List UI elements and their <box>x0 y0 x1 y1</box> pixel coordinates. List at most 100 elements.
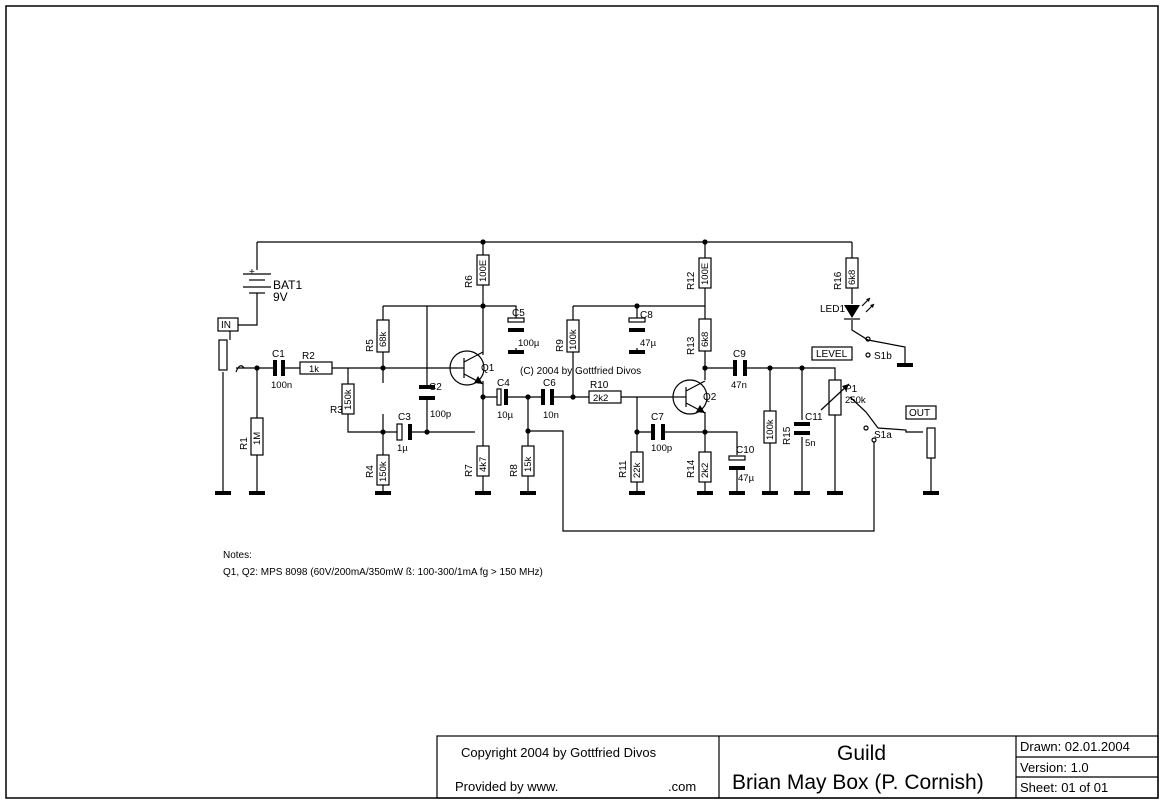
resistor-r4: 150k R4 <box>365 454 390 486</box>
c5-value: 100µ <box>518 338 540 349</box>
c6-ref: C6 <box>543 378 556 389</box>
led1: LED1 <box>820 297 875 320</box>
title-version: Version: 1.0 <box>1020 760 1089 775</box>
r9-ref: R9 <box>555 339 566 352</box>
c11-value: 5n <box>805 438 816 449</box>
potentiometer-p1: P1 250k LEVEL <box>811 346 866 416</box>
r16-value: 6k8 <box>847 270 858 285</box>
r5-ref: R5 <box>365 339 376 352</box>
battery-plus-mark: + <box>249 267 255 278</box>
s1b-ref: S1b <box>874 351 892 362</box>
resistor-r12: 100E R12 <box>686 257 712 290</box>
battery-bat1: + BAT1 9V <box>243 267 302 304</box>
c4-value: 10µ <box>497 410 514 421</box>
r2-ref: R2 <box>302 351 315 362</box>
capacitor-c5: C5 100µ <box>507 308 540 349</box>
ground-symbols <box>215 350 939 495</box>
resistor-r15: 100k R15 <box>763 410 793 445</box>
r8-value: 15k <box>523 456 534 472</box>
capacitor-c1: C1 100n <box>271 349 292 391</box>
resistor-r1: 1M R1 <box>239 417 264 456</box>
notes-line-1: Q1, Q2: MPS 8098 (60V/200mA/350mW ß: 100… <box>223 567 543 578</box>
title-project: Brian May Box (P. Cornish) <box>732 771 984 794</box>
r6-ref: R6 <box>464 275 475 288</box>
r7-ref: R7 <box>464 464 475 477</box>
resistor-r8: 15k R8 <box>509 445 535 477</box>
r9-value: 100k <box>568 329 579 350</box>
r1-ref: R1 <box>239 437 250 450</box>
transistor-q2: Q2 <box>672 379 717 415</box>
r14-ref: R14 <box>686 459 697 478</box>
resistor-r7: 4k7 R7 <box>464 445 490 477</box>
capacitor-c9: C9 47n <box>731 349 747 391</box>
r11-value: 22k <box>632 462 643 478</box>
output-jack: OUT <box>905 405 937 459</box>
r5-value: 68k <box>378 331 389 347</box>
title-block: Copyright 2004 by Gottfried Divos Provid… <box>436 735 1159 799</box>
capacitor-c6: C6 10n <box>541 378 559 421</box>
resistor-r13: 6k8 R13 <box>686 318 712 355</box>
s1a-ref: S1a <box>874 430 892 441</box>
r8-ref: R8 <box>509 464 520 477</box>
in-label: IN <box>221 320 231 331</box>
c1-value: 100n <box>271 380 292 391</box>
r2-value: 1k <box>309 364 319 375</box>
notes-heading: Notes: <box>223 550 252 561</box>
battery-ref: BAT1 <box>273 278 302 292</box>
level-label: LEVEL <box>816 349 848 360</box>
led1-ref: LED1 <box>820 304 845 315</box>
r15-value: 100k <box>765 419 776 440</box>
r1-value: 1M <box>252 432 263 445</box>
out-label: OUT <box>909 408 930 419</box>
resistor-r14: 2k2 R14 <box>686 451 712 483</box>
r14-value: 2k2 <box>700 463 711 478</box>
r12-ref: R12 <box>686 271 697 290</box>
c7-ref: C7 <box>651 412 664 423</box>
c2-value: 100p <box>430 409 451 420</box>
r16-ref: R16 <box>833 271 844 290</box>
q1-ref: Q1 <box>481 363 495 374</box>
wires <box>229 241 932 532</box>
r6-value: 100E <box>478 260 489 282</box>
c8-value: 47µ <box>640 338 657 349</box>
c10-value: 47µ <box>738 473 755 484</box>
title-guild: Guild <box>837 742 886 765</box>
c10-ref: C10 <box>736 445 755 456</box>
r4-ref: R4 <box>365 465 376 478</box>
r3-ref: R3 <box>330 405 343 416</box>
resistor-r11: 22k R11 <box>618 451 644 483</box>
c7-value: 100p <box>651 443 672 454</box>
sheet-border <box>5 5 1159 799</box>
resistor-r16: 6k8 R16 <box>833 257 859 290</box>
resistor-r5: 68k R5 <box>365 319 390 353</box>
c5-ref: C5 <box>512 308 525 319</box>
schematic-copyright: (C) 2004 by Gottfried Divos <box>520 366 641 377</box>
p1-value: 250k <box>845 395 866 406</box>
switch-s1a: S1a <box>863 425 923 443</box>
capacitor-c10: C10 47µ <box>728 445 755 484</box>
title-provided-by: Provided by www. <box>455 779 558 794</box>
resistor-r6: 100E R6 <box>464 254 490 288</box>
title-copyright: Copyright 2004 by Gottfried Divos <box>461 745 657 760</box>
junction-dots <box>254 239 805 435</box>
capacitor-c4: C4 10µ <box>496 378 514 421</box>
c4-ref: C4 <box>497 378 510 389</box>
q2-ref: Q2 <box>703 392 717 403</box>
p1-ref: P1 <box>845 384 858 395</box>
switch-s1b: S1b <box>865 336 892 362</box>
r11-ref: R11 <box>618 460 629 478</box>
r13-value: 6k8 <box>700 332 711 347</box>
title-drawn: Drawn: 02.01.2004 <box>1020 739 1130 754</box>
resistor-r9: 100k R9 <box>555 319 580 353</box>
c2-ref: C2 <box>429 382 442 393</box>
c9-value: 47n <box>731 380 747 391</box>
capacitor-c7: C7 100p <box>651 412 672 454</box>
capacitor-c2: C2 100p <box>419 382 451 420</box>
c11-ref: C11 <box>805 412 823 423</box>
r13-ref: R13 <box>686 336 697 355</box>
capacitor-c11: C11 5n <box>794 412 823 449</box>
resistor-r3: 150k R3 <box>330 383 355 416</box>
transistor-q1: Q1 <box>449 350 495 386</box>
